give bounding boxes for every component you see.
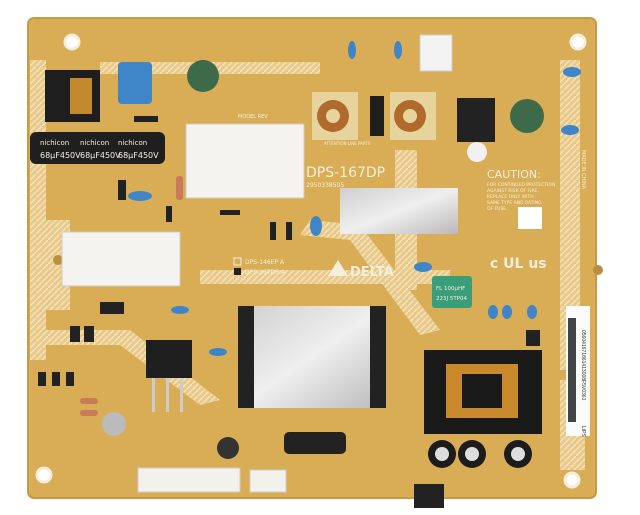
ac-input-connector[interactable] <box>419 34 453 72</box>
film-cap-text: FL 100µHF <box>436 286 465 292</box>
caution-title: CAUTION: <box>487 168 541 181</box>
barcode-sticker: 056041671861413008F5V0361 LIPS <box>566 306 590 438</box>
model-rev-label: MODEL REV <box>238 114 268 120</box>
barcode-text: 056041671861413008F5V0361 <box>580 330 586 401</box>
varistor <box>510 99 544 133</box>
caution-block: CAUTION: FOR CONTINUED PROTECTION AGAINS… <box>487 168 555 212</box>
white-component-block <box>185 123 305 199</box>
power-transistors <box>38 340 192 412</box>
capacitor-brand-label: nichicon <box>118 139 147 147</box>
caution-line: REPLACE ONLY WITH <box>487 194 534 200</box>
brand-text: DELTA <box>350 265 394 280</box>
heatsink-upper <box>340 188 458 234</box>
capacitor-brand-label: nichicon <box>80 139 109 147</box>
common-mode-chokes <box>312 92 436 140</box>
mounting-holes <box>35 33 603 489</box>
output-connector[interactable] <box>249 469 287 493</box>
capacitor-rating-label: 68µF450V <box>118 151 159 160</box>
capacitor-rating-label: 68µF450V <box>40 151 81 160</box>
film-cap-text: 223J 5TP04 <box>436 296 468 302</box>
fuse-holder <box>457 98 495 142</box>
main-transformer <box>424 350 542 434</box>
small-components <box>70 116 540 346</box>
model-number: DPS-167DP <box>306 165 385 181</box>
barcode-prefix: LIPS <box>580 426 586 438</box>
delta-logo: DELTA <box>328 260 394 280</box>
variant-option: DPS-167DP A <box>245 269 286 276</box>
made-in-label: MADE IN CHINA <box>580 150 586 190</box>
pin-header[interactable] <box>414 484 444 508</box>
attention-label: ATTENTION LINE PARTS <box>324 141 371 146</box>
variant-box <box>233 257 242 266</box>
heatsink-lower <box>238 306 386 408</box>
caution-line: OF FUSE. <box>487 206 508 212</box>
capacitor-rating-label: 68µF450V <box>80 151 121 160</box>
film-capacitor: FL 100µHF 223J 5TP04 <box>432 276 472 308</box>
varistor <box>187 60 219 92</box>
output-connector[interactable] <box>137 467 241 493</box>
thermistor <box>467 142 487 162</box>
capacitor-brand-label: nichicon <box>40 139 69 147</box>
caution-line: SAME TYPE AND RATING <box>487 200 542 206</box>
electrolytic-capacitor-bank: nichicon nichicon nichicon 68µF450V 68µF… <box>30 132 165 164</box>
ul-mark: c UL us <box>490 256 547 272</box>
part-number: 2950338505 <box>306 182 344 189</box>
output-capacitors <box>102 412 532 468</box>
ceramic-capacitors <box>128 41 581 356</box>
variant-box-selected <box>234 268 241 275</box>
standby-transformer <box>45 70 100 122</box>
caution-line: AGAINST RISK OF FIRE, <box>487 188 539 194</box>
caution-line: FOR CONTINUED PROTECTION <box>487 182 555 188</box>
variant-option: DPS-146EP A <box>245 259 285 266</box>
resistors <box>80 176 183 416</box>
blue-capacitor <box>118 62 152 104</box>
white-component-block <box>61 231 181 287</box>
qr-label <box>518 207 542 229</box>
